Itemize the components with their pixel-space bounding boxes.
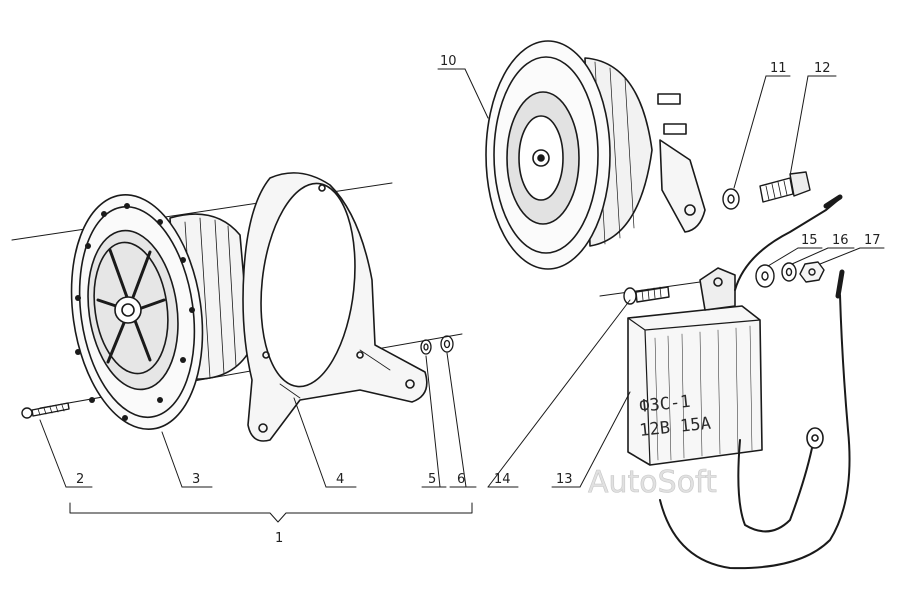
screw-2 [21,402,70,419]
washer-5 [420,339,432,355]
watermark: AutoSoft [588,465,717,500]
washer-15 [755,264,775,288]
callout-11: 11 [770,61,787,76]
screw-14 [623,286,670,305]
callout-13: 13 [556,472,573,487]
callout-17: 17 [864,233,881,248]
callout-5: 5 [428,472,436,487]
washer-16 [781,262,797,282]
callout-12: 12 [814,61,831,76]
callout-4: 4 [336,472,344,487]
callout-1: 1 [275,531,283,546]
callout-labels: 1 2 3 4 5 6 10 11 12 13 14 15 16 17 [76,54,881,546]
callout-16: 16 [832,233,849,248]
callout-3: 3 [192,472,200,487]
callout-14: 14 [494,472,511,487]
callout-2: 2 [76,472,84,487]
bolt-12 [759,171,811,203]
nut-17 [799,261,825,283]
bracket [242,172,428,442]
callout-10: 10 [440,54,457,69]
nut-6 [440,335,454,353]
horn-upper [485,40,706,270]
callout-15: 15 [801,233,818,248]
callout-6: 6 [457,472,465,487]
leader-lines [39,68,885,523]
washer-11 [722,188,740,210]
relay-13 [627,194,851,570]
